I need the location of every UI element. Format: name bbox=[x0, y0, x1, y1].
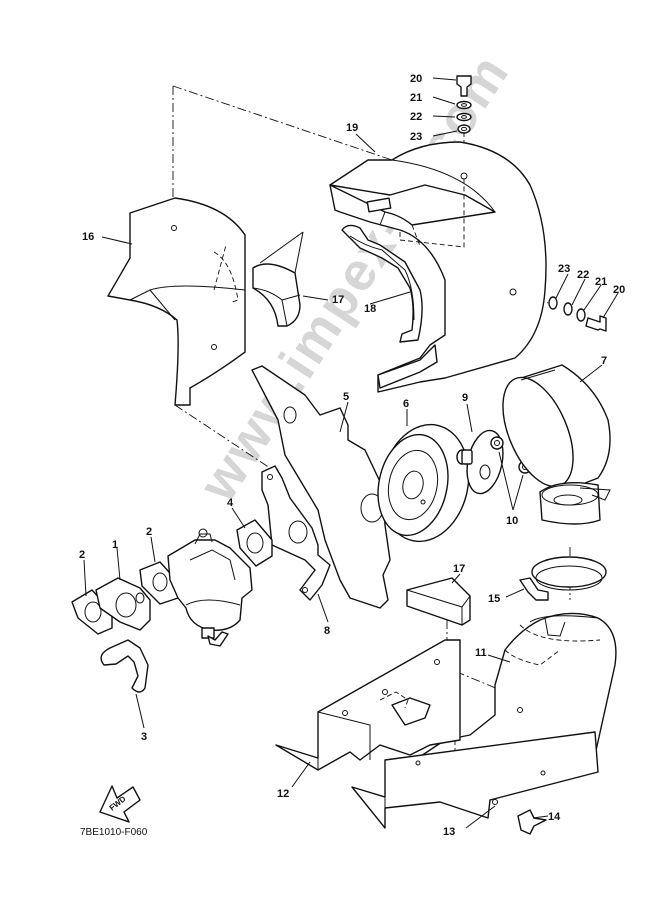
callout-23-right: 23 bbox=[558, 263, 570, 275]
part-15-clamp-band bbox=[519, 556, 607, 601]
callout-2-right: 2 bbox=[146, 526, 152, 538]
callout-20-right: 20 bbox=[613, 284, 625, 296]
callout-labels: 20 21 22 23 19 16 23 22 21 20 17 18 7 5 … bbox=[79, 73, 625, 838]
callout-21-top: 21 bbox=[410, 92, 422, 104]
callout-18: 18 bbox=[364, 303, 376, 315]
carburetor-assembly bbox=[71, 519, 273, 693]
callout-11: 11 bbox=[475, 647, 487, 659]
callout-17-lower: 17 bbox=[453, 563, 465, 575]
part-13-heat-shield bbox=[351, 731, 599, 829]
callout-22-top: 22 bbox=[410, 111, 422, 123]
callout-10: 10 bbox=[506, 515, 518, 527]
callout-3: 3 bbox=[141, 731, 147, 743]
part-18-wire-clip bbox=[341, 224, 423, 343]
callout-13: 13 bbox=[443, 826, 455, 838]
callout-16: 16 bbox=[82, 231, 94, 243]
callout-5: 5 bbox=[343, 391, 349, 403]
callout-15: 15 bbox=[488, 593, 500, 605]
part-8-bracket bbox=[261, 465, 331, 601]
drawing-code: 7BE1010-F060 bbox=[80, 827, 148, 838]
callout-14: 14 bbox=[548, 811, 561, 823]
callout-7: 7 bbox=[601, 355, 607, 367]
callout-19: 19 bbox=[346, 122, 358, 134]
callout-9: 9 bbox=[462, 392, 468, 404]
part-19-main-cowling bbox=[329, 141, 547, 393]
part-16-intake-shroud bbox=[107, 197, 246, 406]
callout-6: 6 bbox=[403, 398, 409, 410]
callout-8: 8 bbox=[324, 625, 330, 637]
callout-22-right: 22 bbox=[577, 269, 589, 281]
callout-21-right: 21 bbox=[595, 276, 607, 288]
part-7-shroud-cup bbox=[502, 364, 611, 525]
part-14-push-rivet bbox=[517, 809, 547, 835]
part-17-lower-foam bbox=[406, 577, 471, 626]
callout-23-top: 23 bbox=[410, 131, 422, 143]
fwd-arrow: FWD bbox=[99, 785, 141, 823]
part-6-pulley bbox=[377, 423, 470, 543]
fastener-stack-top bbox=[456, 75, 472, 134]
callout-leaders bbox=[83, 77, 619, 829]
callout-17-upper: 17 bbox=[332, 294, 344, 306]
part-12-lower-bracket bbox=[275, 639, 461, 771]
callout-2-left: 2 bbox=[79, 549, 85, 561]
callout-4: 4 bbox=[227, 497, 234, 509]
callout-1: 1 bbox=[112, 539, 118, 551]
part-5-gasket-plate bbox=[251, 365, 391, 609]
fastener-stack-right bbox=[548, 296, 607, 332]
part-17-upper-foam bbox=[252, 231, 304, 327]
callout-12: 12 bbox=[277, 788, 289, 800]
callout-20-top: 20 bbox=[410, 73, 422, 85]
